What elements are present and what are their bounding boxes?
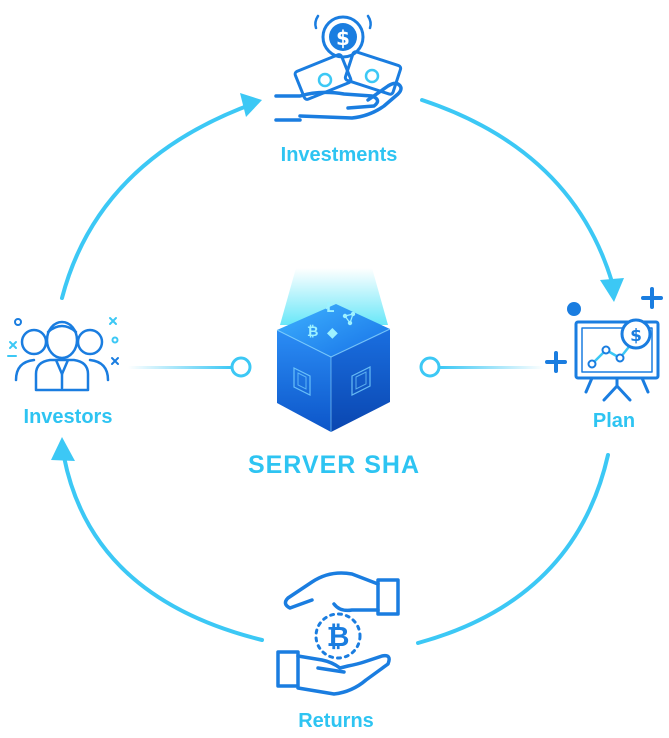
svg-text:$: $ [630,326,642,346]
svg-text:Ł: Ł [325,301,334,316]
node-label-returns: Returns [298,710,374,732]
svg-text:$: $ [336,26,350,50]
svg-text:₿: ₿ [327,620,350,653]
arrow-head-icon [240,93,262,117]
connector-left [128,356,252,378]
presentation-chart-dollar-icon: $ [545,287,663,402]
node-label-plan: Plan [592,410,636,432]
hand-money-dollar-icon: $ [274,14,403,122]
center-label: SERVER SHA [247,451,421,479]
arrow-head-icon [51,437,75,461]
node-label-investors: Investors [23,406,113,428]
arrow-head-icon [600,278,624,302]
node-label-investments: Investments [280,144,398,166]
flow-arc-investments-to-plan [420,98,624,302]
flow-arc-investors-to-investments [60,93,262,300]
flow-arc-returns-to-investors [51,437,264,642]
flow-arc-plan-to-returns [416,453,610,645]
connector-right [419,356,544,378]
hands-bitcoin-icon: ₿ [276,571,400,696]
user-group-icon [7,317,119,392]
crypto-server-cube-icon: ₿ Ł ◆ [276,268,391,432]
svg-text:₿: ₿ [307,324,318,340]
connector-node-icon [419,356,441,378]
svg-text:◆: ◆ [327,325,338,341]
connector-node-icon [230,356,252,378]
